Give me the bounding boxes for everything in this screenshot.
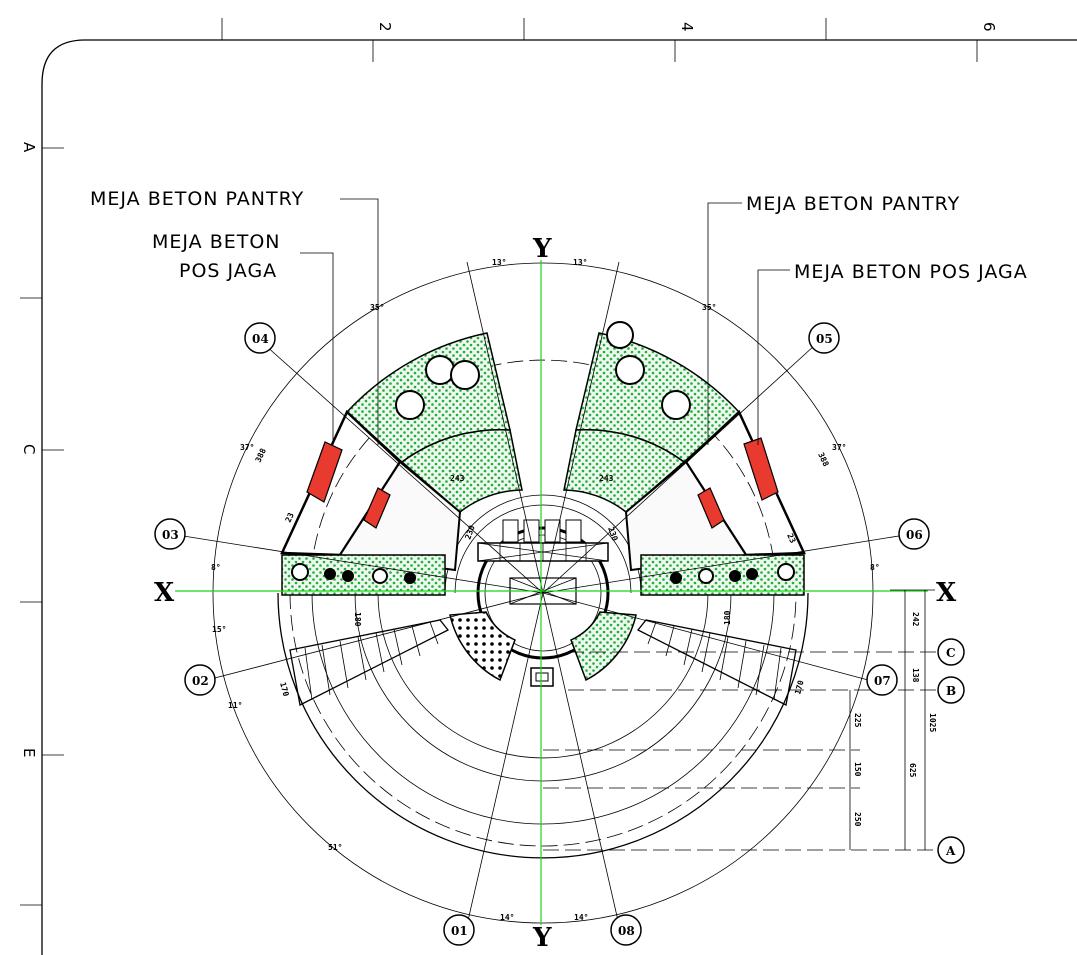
plan-circles (212, 262, 874, 924)
section-bubble-label: 01 (451, 924, 468, 938)
dimension-label: 243 (599, 474, 614, 483)
dimension-label: 23 (284, 511, 296, 524)
section-bubble: 01 (443, 914, 475, 946)
grid-bubble-label: A (945, 844, 956, 858)
angle-label: 35° (702, 303, 716, 312)
angle-label: 15° (212, 625, 226, 634)
dimension-label: 225 (853, 713, 862, 728)
section-bubble-label: 08 (618, 924, 635, 938)
section-bubble: 07 (866, 664, 898, 696)
section-bubble: 02 (184, 664, 216, 696)
grid-bubble: B (937, 676, 965, 704)
grid-bubble-label: C (946, 646, 956, 660)
dimension-label: 150 (853, 762, 862, 777)
dimension-label: 625 (908, 763, 917, 778)
section-bubble: 06 (898, 518, 930, 550)
section-bubble: 03 (154, 518, 186, 550)
dimension-label: 243 (450, 474, 465, 483)
dimension-label: 170 (793, 679, 805, 695)
angle-label: 37° (832, 443, 846, 452)
grid-row-label: C (20, 444, 38, 454)
stairs (289, 619, 797, 706)
left-wing (280, 332, 523, 596)
dimension-label: 242 (911, 612, 920, 627)
dimension-label: 1025 (928, 713, 937, 732)
section-bubble-label: 03 (162, 528, 179, 542)
angle-label: 8° (870, 563, 880, 572)
grid-row-label: A (20, 142, 38, 153)
dimension-label: 250 (853, 812, 862, 827)
angle-label: 13° (492, 258, 506, 267)
annotation-left-pos-jaga-line1: MEJA BETON (152, 231, 281, 253)
angle-label: 8° (211, 563, 221, 572)
section-bubble: 05 (808, 322, 840, 354)
section-bubble: 04 (244, 322, 276, 354)
dimension-label: 230 (463, 524, 476, 541)
angle-label: 11° (228, 701, 242, 710)
dimension-label: 388 (816, 451, 830, 468)
annotation-left-pantry: MEJA BETON PANTRY (90, 188, 304, 210)
grid-bubble: C (937, 638, 965, 666)
dimension-label: 180 (723, 610, 732, 625)
dimension-labels: 170 170 180 180 243 243 230 230 388 388 … (254, 447, 937, 827)
section-bubble-label: 06 (906, 528, 923, 542)
angle-labels: 13° 13° 35° 35° 37° 37° 8° 8° 15° 11° 51… (211, 258, 880, 922)
annotation-leaders (300, 198, 790, 445)
grid-row-label: E (20, 748, 38, 757)
angle-label: 37° (240, 443, 254, 452)
x-axis-label-left: X (154, 578, 175, 608)
y-axis-label-bottom: Y (532, 923, 552, 953)
dimension-label: 388 (254, 447, 268, 464)
dimension-label: 23 (785, 532, 797, 545)
angle-label: 14° (574, 913, 588, 922)
dimension-label: 138 (911, 668, 920, 683)
x-axis-label-right: X (936, 578, 957, 608)
annotation-left-pos-jaga-line2: POS JAGA (179, 260, 277, 282)
dimension-label: 230 (606, 526, 619, 543)
grid-column-label: 6 (980, 22, 998, 32)
section-bubble-label: 04 (252, 332, 269, 346)
angle-label: 14° (500, 913, 514, 922)
section-bubble-label: 07 (874, 674, 891, 688)
section-bubble: 08 (610, 914, 642, 946)
grid-column-label: 4 (678, 22, 696, 32)
sheet-border: 2 4 6 A C E (20, 18, 1077, 955)
angle-label: 51° (328, 843, 342, 852)
angle-label: 13° (573, 258, 587, 267)
grid-bubble-label: B (946, 684, 956, 698)
grid-lines (543, 589, 960, 851)
annotation-right-pos-jaga: MEJA BETON POS JAGA (794, 261, 1028, 283)
section-bubble-label: 02 (192, 674, 209, 688)
annotation-right-pantry: MEJA BETON PANTRY (746, 193, 960, 215)
section-lines (176, 261, 906, 926)
y-axis-label-top: Y (532, 234, 552, 264)
dimension-label: 170 (278, 681, 290, 697)
right-wing (563, 321, 806, 596)
section-bubble-label: 05 (816, 332, 833, 346)
grid-bubble: A (937, 836, 965, 864)
center-core (449, 519, 637, 687)
angle-label: 35° (370, 303, 384, 312)
grid-column-label: 2 (376, 22, 394, 32)
dimension-label: 180 (353, 612, 362, 627)
